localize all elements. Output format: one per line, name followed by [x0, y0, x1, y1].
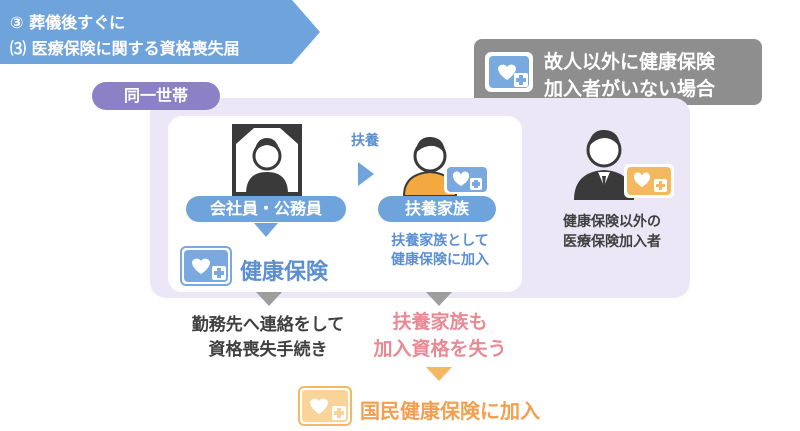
- arrow-right-icon: [358, 162, 374, 186]
- title-banner: ③ 葬儀後すぐに ⑶ 医療保険に関する資格喪失届: [0, 0, 320, 64]
- condition-bubble: 故人以外に健康保険 加入者がいない場合: [474, 39, 762, 105]
- suit-person-icon: [574, 129, 674, 200]
- lose-status-text: 扶養家族も 加入資格を失う: [350, 309, 530, 363]
- banner-shape: [0, 0, 320, 64]
- bubble-line-2: 加入者がいない場合: [544, 78, 716, 100]
- dependent-person-icon: [402, 136, 490, 196]
- other-insurance-note: 健康保険以外の 医療保険加入者: [544, 212, 680, 252]
- other-insurance-note-line-1: 健康保険以外の: [563, 214, 661, 230]
- employee-down-arrow: [254, 223, 278, 237]
- employee-label: 会社員・公務員: [186, 196, 346, 222]
- nhi-down-arrow: [426, 367, 452, 381]
- other-insurance-note-line-2: 医療保険加入者: [563, 234, 661, 250]
- notify-down-arrow: [256, 292, 282, 306]
- health-insurance-card-icon: [180, 246, 232, 286]
- notify-line-2: 資格喪失手続き: [208, 340, 328, 360]
- dependent-note: 扶養家族として 健康保険に加入: [381, 232, 499, 270]
- banner-line-1: ③ 葬儀後すぐに: [10, 13, 126, 32]
- banner-line-2: ⑶ 医療保険に関する資格喪失届: [10, 39, 240, 58]
- lose-status-down-arrow: [426, 292, 452, 306]
- health-insurance-label: 健康保険: [240, 260, 329, 285]
- dependent-note-line-2: 健康保険に加入: [391, 252, 489, 268]
- dependent-label: 扶養家族: [378, 196, 496, 222]
- notify-employer-text: 勤務先へ連絡をして 資格喪失手続き: [168, 313, 368, 363]
- lose-status-line-2: 加入資格を失う: [373, 338, 507, 360]
- national-health-insurance-label: 国民健康保険に加入: [360, 399, 540, 423]
- dependent-note-line-1: 扶養家族として: [391, 233, 489, 249]
- memorial-portrait-icon: [232, 124, 302, 196]
- notify-line-1: 勤務先へ連絡をして: [191, 315, 345, 335]
- dependent-tag: 扶養: [351, 133, 379, 149]
- health-insurance-card-icon: [485, 52, 533, 92]
- health-insurance-card-icon: [298, 386, 352, 426]
- household-label: 同一世帯: [92, 82, 220, 110]
- bubble-line-1: 故人以外に健康保険: [544, 51, 716, 73]
- lose-status-line-1: 扶養家族も: [392, 311, 488, 333]
